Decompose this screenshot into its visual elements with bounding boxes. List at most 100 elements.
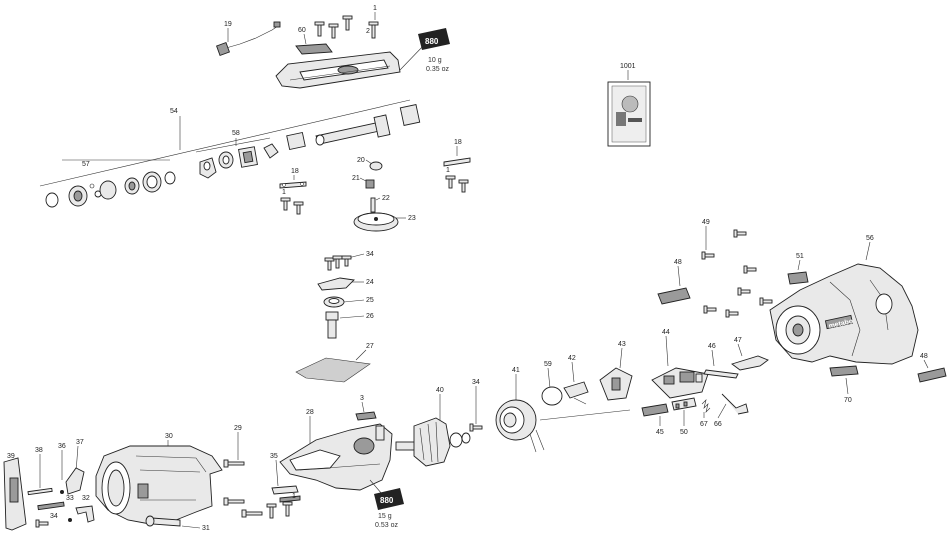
part-59-disc [541,386,563,406]
label-1-right: 1 [446,167,450,174]
label-58: 58 [232,130,240,137]
grease-weight-oz-top: 0.35 oz [426,66,449,73]
part-48-label-right [917,367,947,383]
label-1-bottom: 1 [292,493,296,500]
part-56-housing: metabo [769,263,919,365]
part-45-pad [641,403,669,417]
part-30-housing [95,445,223,525]
part-57-blade-clamp [45,171,176,208]
grease-weight-g-bottom: 15 g [378,513,392,520]
label-48-left: 48 [674,259,682,266]
label-35: 35 [270,453,278,460]
label-26: 26 [366,313,374,320]
label-21: 21 [352,175,360,182]
part-41-stator [495,399,545,453]
part-38-pins [27,487,65,511]
label-34-mid: 34 [366,251,374,258]
label-45: 45 [656,429,664,436]
part-18-clip-left [279,181,307,189]
part-37-switch [65,467,85,495]
label-19: 19 [224,21,232,28]
part-19-cable [216,21,281,56]
label-70: 70 [844,397,852,404]
screws-29 [223,459,263,518]
label-40: 40 [436,387,444,394]
label-50: 50 [680,429,688,436]
label-48-right: 48 [920,353,928,360]
label-18-right: 18 [454,139,462,146]
label-33: 33 [66,495,74,502]
part-42-sensor [563,381,589,405]
label-22: 22 [382,195,390,202]
part-44-electronics [651,367,709,399]
label-30: 30 [165,433,173,440]
part-47-bracket [731,355,769,371]
screws-bottom [266,501,293,519]
part-28-gear-housing [279,423,393,491]
label-49: 49 [702,219,710,226]
part-40-armature [395,417,471,467]
part-31-screw [145,515,181,527]
label-47: 47 [734,337,742,344]
part-70-pad [829,365,859,377]
part-27-gasket [295,357,371,383]
grease-weight-g-top: 10 g [428,57,442,64]
part-plunger-rod [286,103,421,151]
screws-left [280,197,304,215]
part-23-gear [353,212,399,232]
part-50-terminals [671,397,697,411]
part-guide-rail [275,51,401,89]
label-67: 67 [700,421,708,428]
label-1-top: 1 [373,5,377,12]
label-31: 31 [202,525,210,532]
part-3-label [355,411,377,421]
label-37: 37 [76,439,84,446]
grease-tag-bottom: 880 [374,488,404,510]
label-1-left: 1 [282,189,286,196]
part-21-needle [365,179,375,189]
part-24-plate [317,277,355,291]
label-24: 24 [366,279,374,286]
label-51: 51 [796,253,804,260]
part-60-screws [314,15,379,39]
label-59: 59 [544,361,552,368]
part-20-bearing [369,161,383,171]
part-43-module [599,367,633,401]
grease-tag-top: 880 [418,28,450,50]
part-18-clip-right [443,157,471,167]
part-22-pin [370,197,376,213]
part-60-pad [295,43,333,55]
label-32: 32 [82,495,90,502]
label-25: 25 [366,297,374,304]
part-51-pad [787,271,809,285]
part-39-cover [3,457,27,531]
label-34-left: 34 [50,513,58,520]
grease-weight-oz-bottom: 0.53 oz [375,522,398,529]
label-39: 39 [7,453,15,460]
label-57: 57 [82,161,90,168]
part-1001-manual-card [607,81,651,147]
label-34-motor: 34 [472,379,480,386]
label-23: 23 [408,215,416,222]
label-43: 43 [618,341,626,348]
screws-right [445,175,469,193]
screws-34-mid [324,255,352,271]
grease-code-bottom: 880 [380,496,394,505]
part-46-rod [703,369,739,379]
label-18-left: 18 [291,168,299,175]
screws-49 [701,229,773,318]
label-1001: 1001 [620,63,636,70]
label-20: 20 [357,157,365,164]
label-2: 2 [366,28,370,35]
label-66: 66 [714,421,722,428]
part-35-plates [271,485,301,503]
label-41: 41 [512,367,520,374]
part-66-lever [721,393,749,415]
label-60: 60 [298,27,306,34]
label-54: 54 [170,108,178,115]
part-25-bearing [323,296,345,308]
label-44: 44 [662,329,670,336]
part-26-shaft [325,311,339,339]
label-29: 29 [234,425,242,432]
grease-code-top: 880 [425,37,439,46]
